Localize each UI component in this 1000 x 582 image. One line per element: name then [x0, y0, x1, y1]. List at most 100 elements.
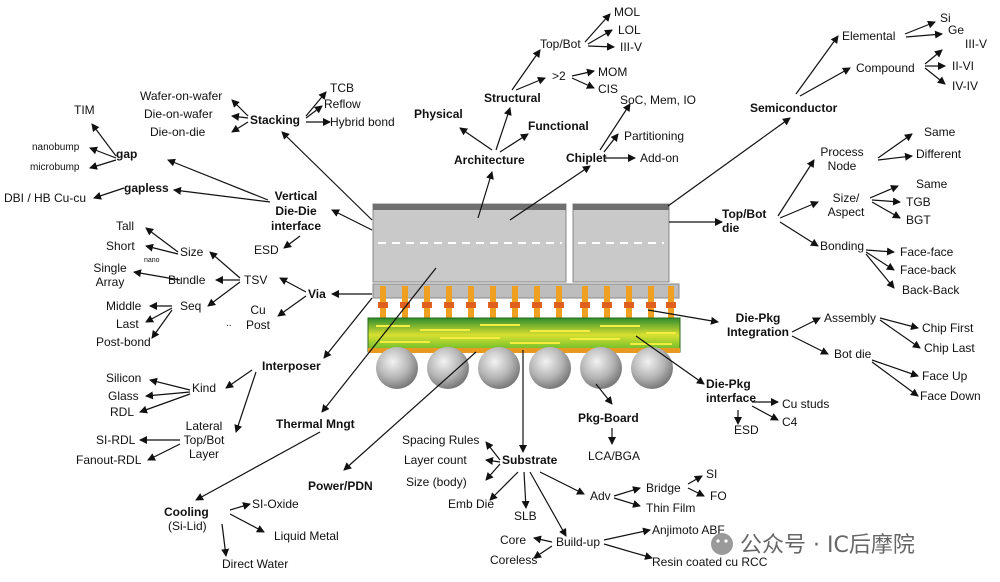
wechat-icon — [711, 533, 733, 555]
power-pdn-label: Power/PDN — [308, 479, 373, 493]
si-rdl-label: SI-RDL — [96, 433, 136, 447]
cooling-label: Cooling — [164, 505, 209, 519]
tcb-label: TCB — [330, 81, 354, 95]
tsv-label: TSV — [244, 273, 267, 287]
si-substrate-label: SI — [706, 467, 717, 481]
si-oxide-label: SI-Oxide — [252, 497, 299, 511]
adv-label: Adv — [590, 489, 611, 503]
bot-die-label: Bot die — [834, 347, 872, 361]
gt2-label: >2 — [552, 69, 566, 83]
esd-vertical-label: ESD — [254, 243, 279, 257]
coreless-label: Coreless — [490, 553, 537, 567]
cis-label: CIS — [598, 82, 618, 96]
wow-label: Wafer-on-wafer — [140, 89, 222, 103]
middle-label: Middle — [106, 299, 142, 313]
substrate-label: Substrate — [502, 453, 558, 467]
semiconductor-label: Semiconductor — [750, 101, 838, 115]
dbi-label: DBI / HB Cu-cu — [4, 191, 86, 205]
chip-first-label: Chip First — [922, 321, 974, 335]
dod-label: Die-on-die — [150, 125, 206, 139]
slb-label: SLB — [514, 509, 537, 523]
compound-label: Compound — [856, 61, 915, 75]
last-label: Last — [116, 317, 139, 331]
cu-studs-label: Cu studs — [782, 397, 829, 411]
elemental-label: Elemental — [842, 29, 895, 43]
size-body-label: Size (body) — [406, 475, 467, 489]
fanout-rdl-label: Fanout-RDL — [76, 453, 142, 467]
face-down-label: Face Down — [920, 389, 981, 403]
si-label: Si — [940, 11, 951, 25]
substrate-layer — [367, 317, 681, 353]
layer-count-label: Layer count — [404, 453, 467, 467]
soc-label: SoC, Mem, IO — [620, 93, 696, 107]
gapless-label: gapless — [124, 181, 169, 195]
iiiv-semi-label: III-V — [965, 37, 987, 51]
face-back-label: Face-back — [900, 263, 957, 277]
tgb-label: TGB — [906, 195, 931, 209]
bonding-label: Bonding — [820, 239, 864, 253]
lol-label: LOL — [618, 23, 641, 37]
package-illustration — [367, 203, 681, 389]
stacking-label: Stacking — [250, 113, 300, 127]
thin-film-label: Thin Film — [646, 501, 695, 515]
face-face-label: Face-face — [900, 245, 954, 259]
connector-arrows — [89, 13, 946, 560]
short-label: Short — [106, 239, 135, 253]
dow-label: Die-on-wafer — [144, 107, 213, 121]
face-up-label: Face Up — [922, 369, 968, 383]
tim-label: TIM — [74, 103, 95, 117]
hybrid-bond-label: Hybrid bond — [330, 115, 395, 129]
back-back-label: Back-Back — [902, 283, 960, 297]
iiiv-structural-label: III-V — [620, 40, 642, 54]
bundle-label: Bundle — [168, 273, 206, 287]
nano-label: nano — [144, 257, 160, 264]
build-up-label: Build-up — [556, 535, 600, 549]
pkg-board-label: Pkg-Board — [578, 411, 639, 425]
bgt-label: BGT — [906, 213, 931, 227]
interposer-label: Interposer — [262, 359, 321, 373]
size-label: Size — [180, 245, 204, 259]
watermark: 公众号 · IC后摩院 — [711, 533, 915, 558]
esd-interface-label: ESD — [734, 423, 759, 437]
rdl-label: RDL — [110, 405, 134, 419]
size-aspect-label: Size/Aspect — [828, 191, 865, 219]
lca-bga-label: LCA/BGA — [588, 449, 640, 463]
reflow-label: Reflow — [324, 97, 361, 111]
post-bond-label: Post-bond — [96, 335, 151, 349]
mom-label: MOM — [598, 65, 627, 79]
iviv-label: IV-IV — [952, 79, 978, 93]
direct-water-label: Direct Water — [222, 557, 288, 571]
fo-label: FO — [710, 489, 727, 503]
anjimoto-label: Anjimoto ABF — [652, 523, 725, 537]
glass-label: Glass — [108, 389, 139, 403]
mol-label: MOL — [614, 5, 640, 19]
different-label: Different — [916, 147, 962, 161]
assembly-label: Assembly — [824, 311, 876, 325]
same1-label: Same — [924, 125, 956, 139]
c4-label: C4 — [782, 415, 798, 429]
structural-label: Structural — [484, 91, 541, 105]
top-bot-structural-label: Top/Bot — [540, 37, 581, 51]
functional-label: Functional — [528, 119, 589, 133]
physical-label: Physical — [414, 107, 463, 121]
seq-label: Seq — [180, 299, 201, 313]
rcc-label: Resin coated cu RCC — [652, 555, 768, 569]
nanobump-label: nanobump — [32, 142, 80, 153]
tall-label: Tall — [116, 219, 134, 233]
interposer-layer — [372, 283, 680, 299]
labels: Physical Architecture Structural Functio… — [4, 5, 987, 571]
gap-label: gap — [116, 147, 137, 161]
chiplet-label: Chiplet — [566, 151, 607, 165]
partitioning-label: Partitioning — [624, 129, 684, 143]
emb-die-label: Emb Die — [448, 497, 494, 511]
